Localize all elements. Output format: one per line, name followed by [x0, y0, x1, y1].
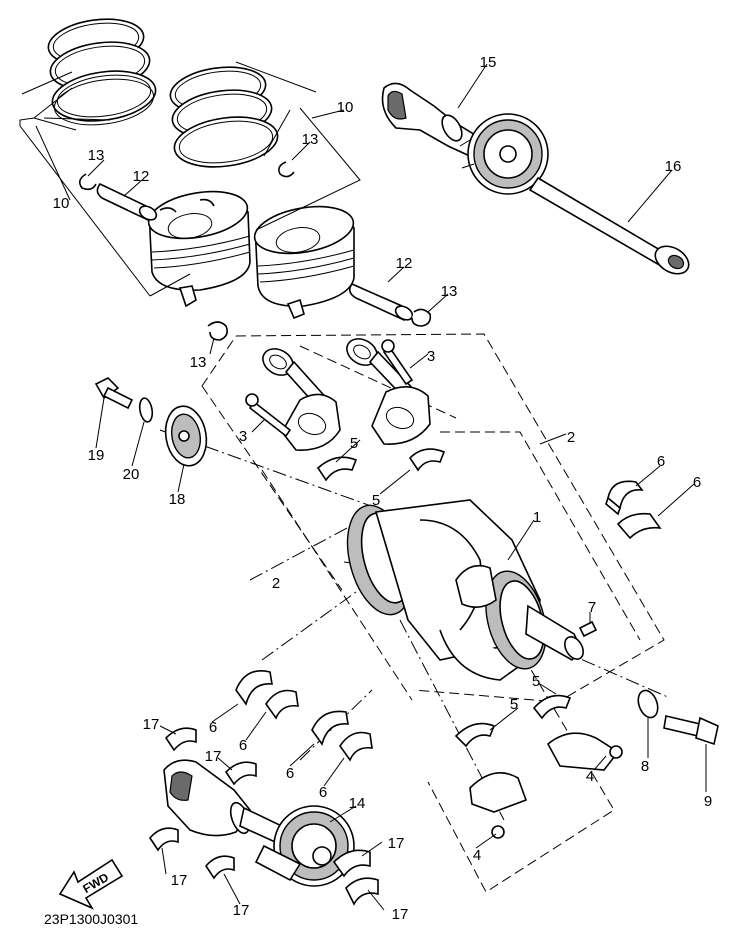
bolt-19: [94, 377, 134, 410]
bearing-5-b: [408, 448, 446, 472]
bolt-9: [663, 715, 719, 746]
callout-3: 3: [427, 348, 435, 365]
callout-6: 6: [693, 474, 701, 491]
callout-10: 10: [337, 99, 354, 116]
bearing-17-e: [332, 849, 371, 878]
bearing-cap-4-left: [469, 772, 528, 839]
callout-3: 3: [239, 428, 247, 445]
callout-6: 6: [286, 765, 294, 782]
callout-19: 19: [88, 447, 105, 464]
callout-10: 10: [53, 195, 70, 212]
circlip-right-1: [278, 161, 295, 178]
bearing-17-d: [204, 855, 235, 880]
callout-1: 1: [533, 509, 541, 526]
crankshaft: [346, 499, 584, 681]
callout-2: 2: [567, 429, 575, 446]
callout-6: 6: [209, 719, 217, 736]
callout-17: 17: [388, 835, 405, 852]
bearing-5-a: [316, 456, 358, 482]
circlip-right-2: [411, 308, 432, 327]
bearing-6-upper-1: [605, 480, 644, 516]
callout-5: 5: [372, 492, 380, 509]
bearing-5-d: [454, 722, 496, 748]
bearing-6-lower-1: [235, 670, 299, 720]
callout-18: 18: [169, 491, 186, 508]
balancer-shaft-upper: [381, 82, 549, 195]
gear-18: [164, 405, 208, 467]
washer-8: [637, 689, 659, 719]
bearing-17-b: [224, 761, 257, 786]
callout-6: 6: [657, 453, 665, 470]
bearing-17-f: [345, 877, 379, 906]
callout-5: 5: [350, 435, 358, 452]
connecting-rod-left: [262, 348, 341, 451]
callout-13: 13: [88, 147, 105, 164]
callout-6: 6: [239, 737, 247, 754]
callout-9: 9: [704, 793, 712, 810]
callout-2: 2: [272, 575, 280, 592]
callout-5: 5: [510, 696, 518, 713]
callout-17: 17: [205, 748, 222, 765]
bearing-5-c: [532, 694, 572, 720]
washer-20: [138, 397, 154, 423]
callout-17: 17: [171, 872, 188, 889]
piston-rings-left: [47, 18, 157, 126]
bearing-17-a: [164, 727, 197, 752]
leader-lines: [35, 63, 707, 911]
callout-20: 20: [123, 466, 140, 483]
callout-13: 13: [441, 283, 458, 300]
callout-6: 6: [319, 784, 327, 801]
callout-16: 16: [665, 158, 682, 175]
connecting-rod-right: [346, 338, 431, 445]
key-7: [578, 620, 598, 638]
callout-15: 15: [480, 54, 497, 71]
bearing-6-upper-2: [616, 512, 662, 540]
balancer-shaft-lower: [163, 759, 355, 887]
piston-left: [147, 190, 251, 308]
callout-4: 4: [586, 768, 594, 785]
fwd-arrow: FWD: [58, 858, 124, 910]
piston-right: [253, 205, 355, 320]
conrod-bolt-right: [381, 339, 414, 386]
callout-14: 14: [349, 795, 366, 812]
circlip-left-1: [78, 173, 97, 191]
callout-12: 12: [133, 168, 150, 185]
callout-17: 17: [233, 902, 250, 919]
conrod-bolt-left: [245, 393, 292, 438]
callout-17: 17: [143, 716, 160, 733]
callout-7: 7: [588, 599, 596, 616]
bearing-6-lower-2: [311, 710, 373, 762]
callout-13: 13: [190, 354, 207, 371]
circlip-left-2: [207, 321, 228, 341]
callout-13: 13: [302, 131, 319, 148]
piston-rings-right: [169, 66, 279, 168]
bearing-cap-4-right: [546, 732, 623, 771]
piston-pin-left: [96, 182, 158, 222]
callout-5: 5: [532, 673, 540, 690]
balancer-pin: [528, 176, 690, 275]
callout-4: 4: [473, 847, 481, 864]
piston-pin-right: [348, 283, 414, 321]
phantom-outline-conrod-right: [235, 333, 665, 703]
callout-17: 17: [392, 906, 409, 923]
callout-8: 8: [641, 758, 649, 775]
diagram-code: 23P1300J0301: [44, 911, 138, 927]
phantom-outline-conrod-left: [201, 335, 457, 591]
bearing-17-c: [148, 827, 179, 852]
callout-12: 12: [396, 255, 413, 272]
